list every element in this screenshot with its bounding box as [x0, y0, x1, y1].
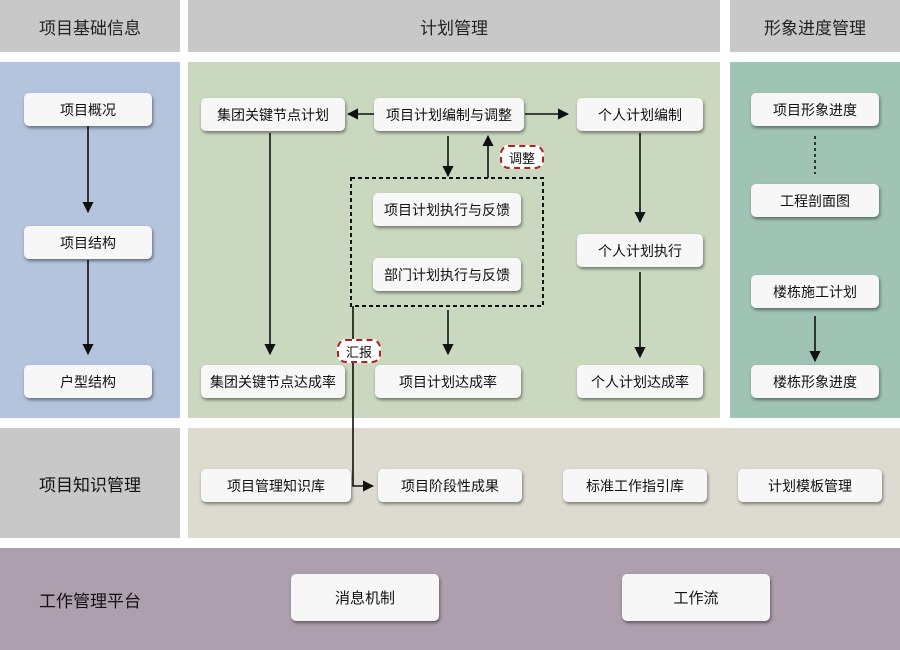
node-dept-plan-exec[interactable]: 部门计划执行与反馈: [373, 258, 521, 291]
node-workflow[interactable]: 工作流: [622, 574, 770, 621]
node-project-plan-edit[interactable]: 项目计划编制与调整: [374, 98, 524, 131]
node-project-plan-exec[interactable]: 项目计划执行与反馈: [373, 193, 521, 226]
node-personal-plan-exec[interactable]: 个人计划执行: [577, 234, 703, 267]
tag-adjust: 调整: [500, 145, 544, 169]
header-plan-management: 计划管理: [188, 0, 720, 52]
node-project-structure[interactable]: 项目结构: [24, 226, 152, 259]
node-knowledge-base[interactable]: 项目管理知识库: [201, 469, 351, 502]
node-building-image-progress[interactable]: 楼栋形象进度: [751, 365, 879, 398]
node-plan-template-management[interactable]: 计划模板管理: [738, 469, 882, 502]
node-house-type-structure[interactable]: 户型结构: [24, 365, 152, 398]
node-personal-plan-edit[interactable]: 个人计划编制: [577, 98, 703, 131]
header-image-progress: 形象进度管理: [730, 0, 900, 52]
tag-report: 汇报: [337, 339, 381, 363]
node-stage-results[interactable]: 项目阶段性成果: [378, 469, 522, 502]
node-building-construction-plan[interactable]: 楼栋施工计划: [751, 275, 879, 308]
node-engineering-section[interactable]: 工程剖面图: [751, 184, 879, 217]
node-group-key-rate[interactable]: 集团关键节点达成率: [201, 365, 345, 398]
node-personal-plan-rate[interactable]: 个人计划达成率: [577, 365, 703, 398]
node-project-overview[interactable]: 项目概况: [24, 93, 152, 126]
node-project-image-progress[interactable]: 项目形象进度: [751, 93, 879, 126]
node-message-mechanism[interactable]: 消息机制: [291, 574, 439, 621]
platform-label: 工作管理平台: [39, 591, 141, 612]
header-basic-info: 项目基础信息: [0, 0, 180, 52]
node-standard-guide-library[interactable]: 标准工作指引库: [563, 469, 707, 502]
node-project-plan-rate[interactable]: 项目计划达成率: [375, 365, 521, 398]
node-group-key-plan[interactable]: 集团关键节点计划: [201, 98, 345, 131]
knowledge-label: 项目知识管理: [39, 475, 141, 496]
knowledge-label-panel: [0, 428, 180, 538]
